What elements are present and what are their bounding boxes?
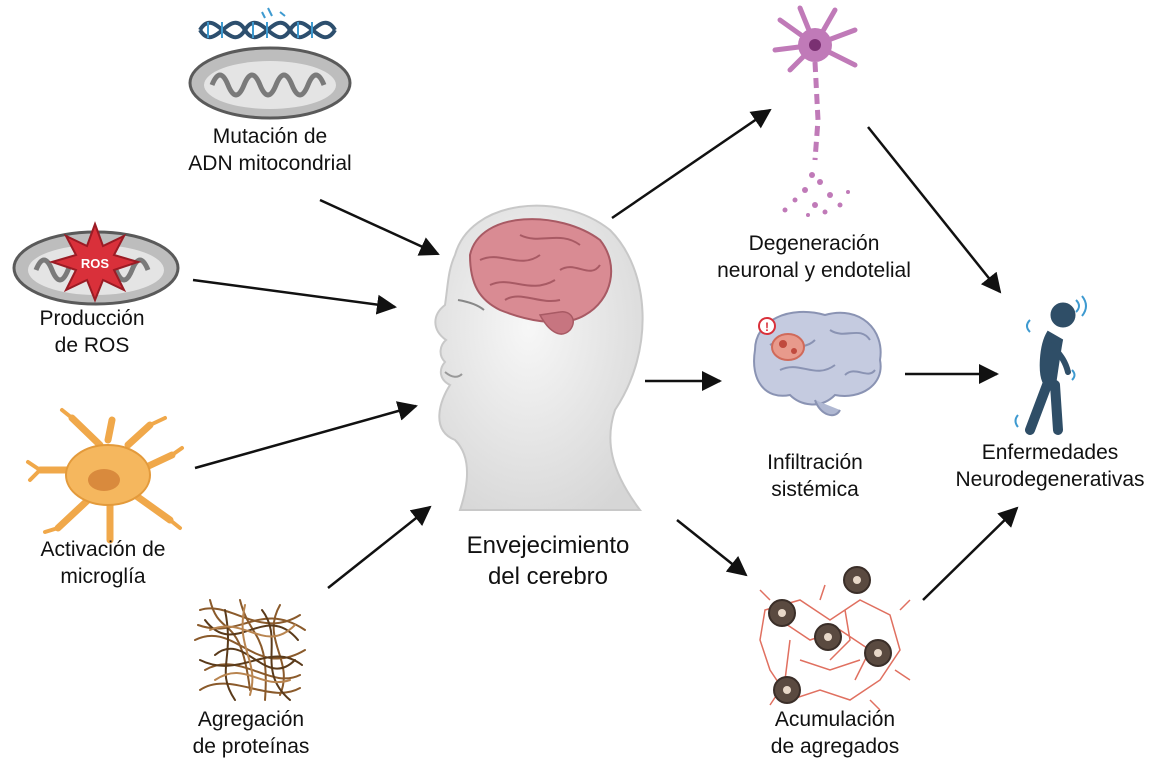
- ros-label-line1: Producción: [39, 307, 145, 330]
- aggregates-icon: [759, 566, 911, 711]
- infiltration-label-line1: Infiltración: [767, 451, 863, 474]
- aggregates-label-line1: Acumulación: [774, 708, 896, 731]
- ros-label-line2: de ROS: [54, 334, 130, 357]
- neuron-icon: [772, 5, 858, 217]
- infiltration-label-line2: sistémica: [771, 478, 859, 501]
- arrow-brain-to-neuron: [611, 108, 772, 220]
- alert-icon: [758, 317, 776, 335]
- microglia-label-line2: microglía: [60, 565, 146, 588]
- arrow-mito-to-brain: [319, 198, 440, 256]
- protein-aggregate-icon: [194, 599, 306, 701]
- ros-label: Producción de ROS: [39, 305, 144, 359]
- arrow-ros-to-brain: [192, 278, 397, 315]
- arrows: [192, 108, 1019, 601]
- brain-aging-label-line2: del cerebro: [487, 563, 609, 590]
- brain-icon: [468, 218, 613, 324]
- protein-label: Agregación de proteínas: [193, 706, 310, 760]
- neurodegenerative-disease-label: Enfermedades Neurodegenerativas: [955, 439, 1144, 493]
- protein-label-line1: Agregación: [197, 708, 305, 731]
- neurodegenerative-disease-label-line1: Enfermedades: [981, 441, 1119, 464]
- svg-text:!: !: [765, 320, 769, 334]
- microglia-icon: [26, 408, 184, 544]
- brain-aging-label-line1: Envejecimiento: [466, 532, 630, 559]
- ros-badge: ROS: [81, 256, 110, 271]
- ros-star-icon: [48, 221, 142, 303]
- arrow-brain-to-aggregates: [676, 519, 748, 577]
- infiltration-brain-icon: !: [753, 310, 882, 417]
- arrow-microglia-to-brain: [194, 401, 418, 470]
- neuron-degeneration-label-line1: Degeneración: [748, 232, 880, 255]
- elderly-person-icon: [1014, 295, 1087, 435]
- arrow-aggregates-to-disease: [922, 506, 1019, 601]
- arrow-neuron-to-disease: [867, 126, 1002, 294]
- ros-mitochondrion-icon: ROS: [12, 221, 180, 306]
- brain-aging-label: Envejecimiento del cerebro: [467, 530, 630, 592]
- aging-head-icon: [434, 204, 644, 511]
- arrow-protein-to-brain: [327, 505, 432, 589]
- protein-label-line2: de proteínas: [192, 735, 310, 758]
- microglia-label: Activación de microglía: [41, 536, 166, 590]
- mito-mutation-label-line1: Mutación de: [212, 125, 328, 148]
- neurodegenerative-disease-label-line2: Neurodegenerativas: [955, 468, 1145, 491]
- neuron-degeneration-label: Degeneración neuronal y endotelial: [717, 230, 911, 284]
- aggregates-label-line2: de agregados: [770, 735, 900, 758]
- infiltration-label: Infiltración sistémica: [767, 449, 863, 503]
- mitochondrial-dna-mutation-icon: [188, 7, 352, 120]
- microglia-label-line1: Activación de: [40, 538, 166, 561]
- mito-mutation-label-line2: ADN mitocondrial: [188, 152, 352, 175]
- neuron-degeneration-label-line2: neuronal y endotelial: [717, 259, 911, 282]
- aggregates-label: Acumulación de agregados: [771, 706, 899, 760]
- mito-mutation-label: Mutación de ADN mitocondrial: [188, 123, 351, 177]
